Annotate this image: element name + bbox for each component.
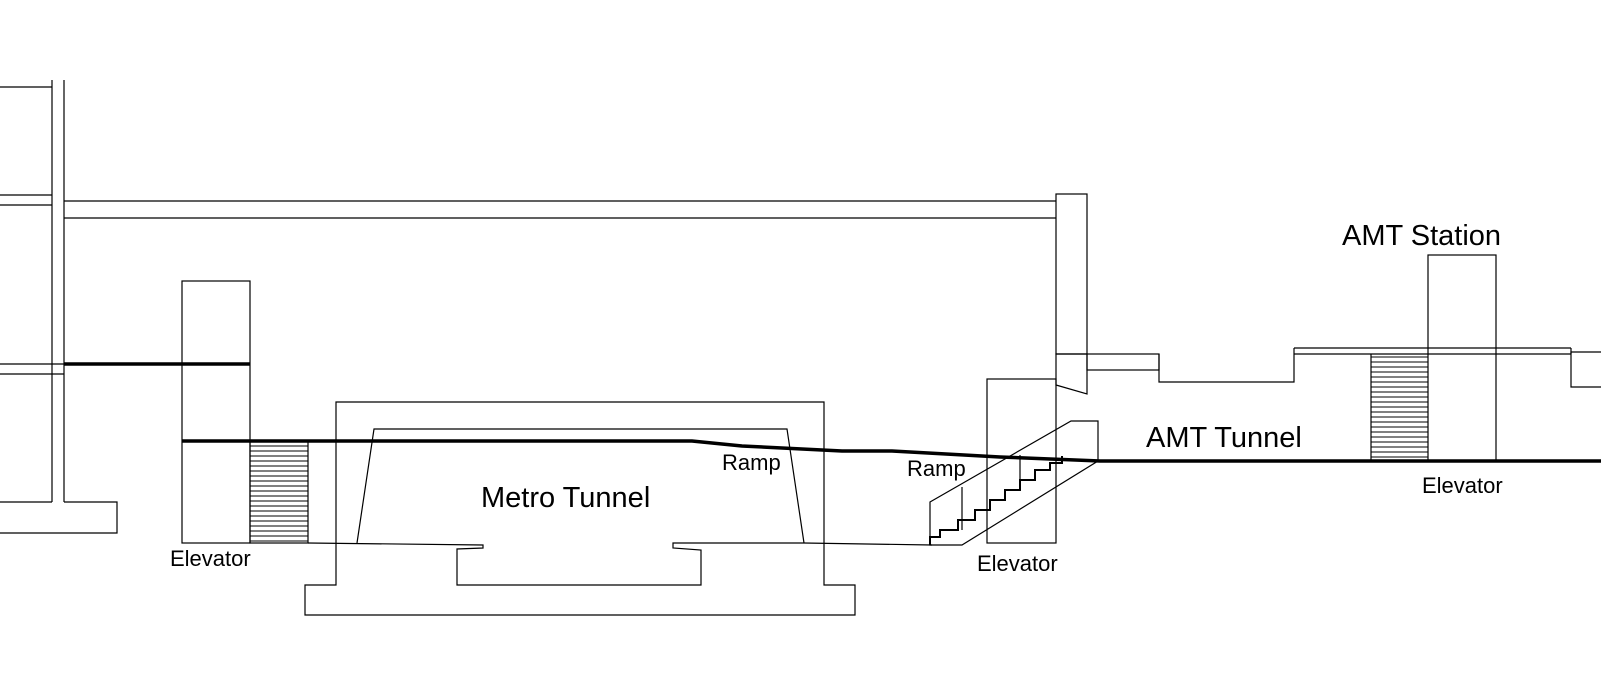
elevator-label-right: Elevator [1422, 473, 1503, 498]
amt-station-label: AMT Station [1342, 220, 1501, 252]
elevator-shaft-middle [986, 378, 1057, 544]
elevator-shaft-left [64, 280, 251, 544]
elevator-label-left: Elevator [170, 546, 251, 571]
metro-tunnel-label: Metro Tunnel [481, 482, 650, 514]
amt-station-structure [1086, 254, 1601, 462]
elevator-label-middle: Elevator [977, 551, 1058, 576]
stairs-right [1371, 356, 1428, 458]
top-slab [64, 193, 1088, 395]
walkway-level [182, 439, 1601, 463]
left-building [0, 80, 118, 534]
amt-tunnel-label: AMT Tunnel [1146, 422, 1302, 454]
ramp-label-right: Ramp [907, 456, 966, 481]
stairs-left [250, 445, 308, 542]
metro-tunnel-structure [304, 401, 933, 616]
ramp-label-left: Ramp [722, 450, 781, 475]
stairs-ramp-middle [929, 420, 1099, 546]
